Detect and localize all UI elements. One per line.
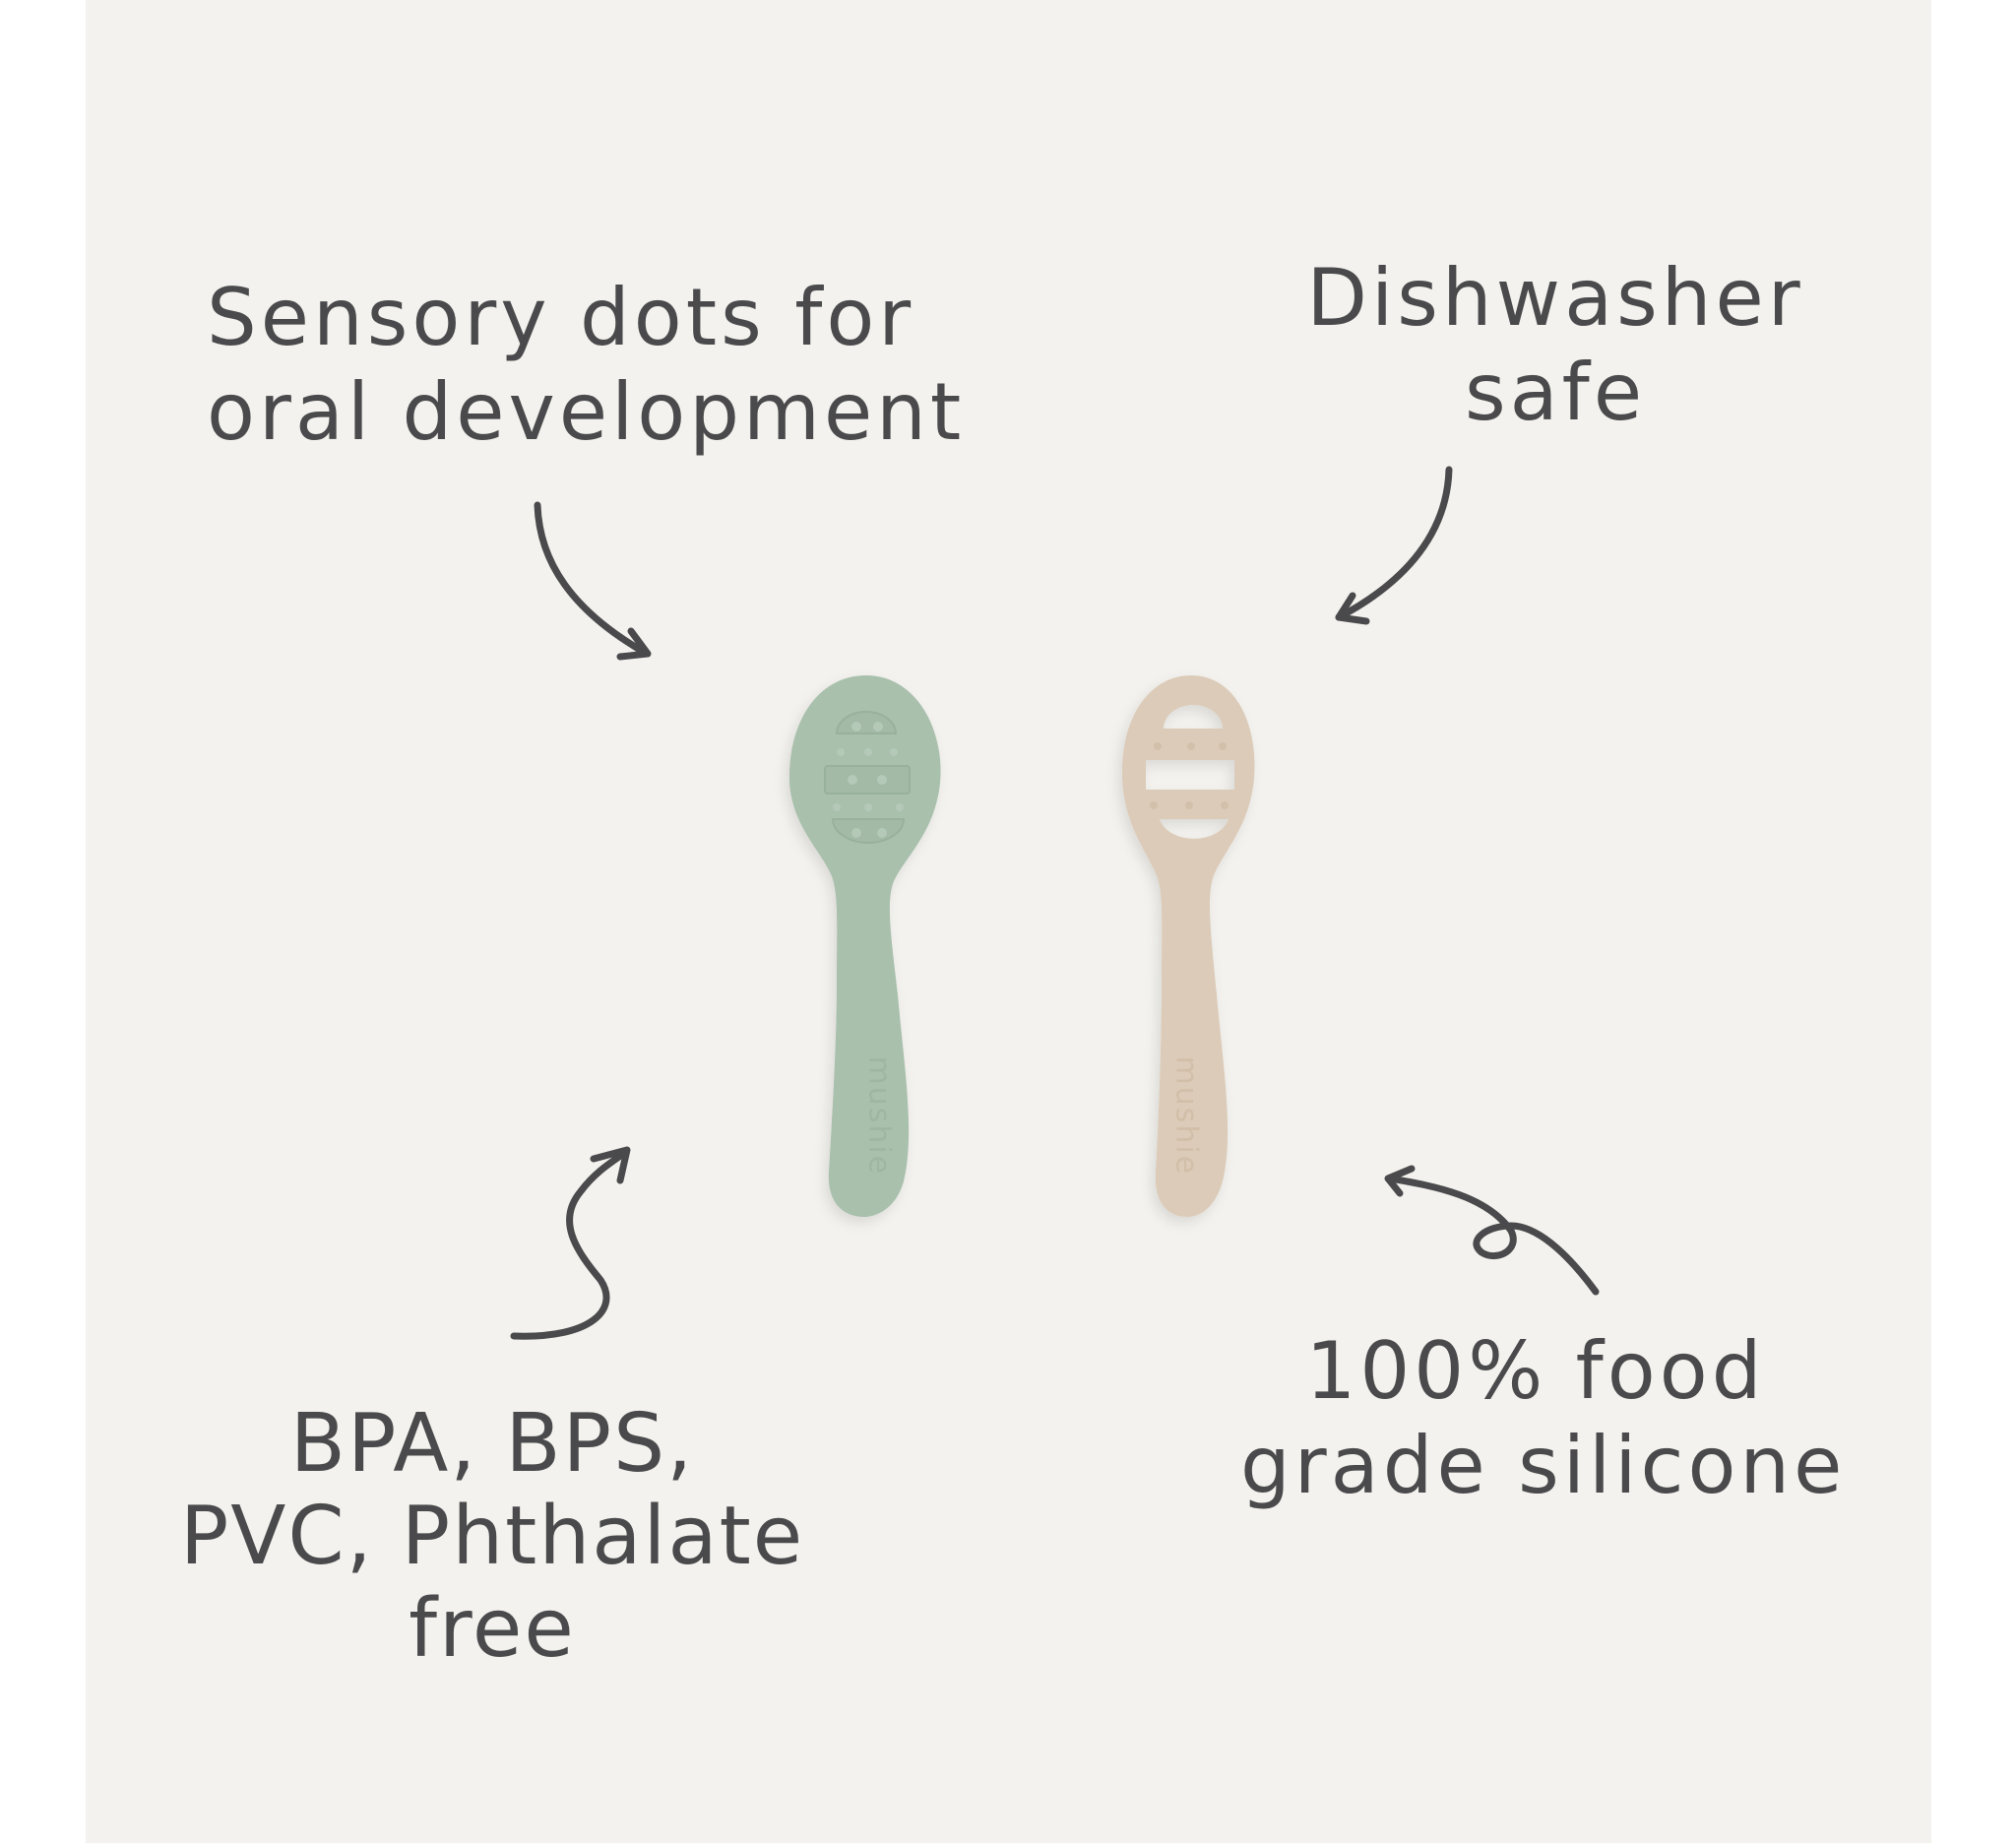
callout-line: Sensory dots for — [207, 272, 915, 363]
sage-spoon-image — [788, 675, 941, 1217]
callout-line: Dishwasher — [1306, 252, 1804, 344]
callout-line: PVC, Phthalate — [179, 1490, 805, 1583]
callout-line: free — [409, 1582, 576, 1676]
callout-line: oral development — [207, 366, 966, 458]
callout-sensory-dots: Sensory dots for oral development — [207, 271, 966, 460]
callout-bpa-free: BPA, BPS, PVC, Phthalate free — [177, 1398, 807, 1676]
product-feature-panel — [86, 0, 1931, 1843]
callout-food-grade-silicone: 100% food grade silicone — [1240, 1324, 1847, 1513]
callout-dishwasher-safe: Dishwasher safe — [1299, 251, 1811, 440]
brand-embossed-text: mushie — [861, 1055, 897, 1177]
callout-line: BPA, BPS, — [289, 1397, 695, 1491]
sand-spoon-image — [1121, 675, 1255, 1217]
callout-line: safe — [1464, 347, 1647, 438]
callout-line: 100% food — [1305, 1325, 1766, 1417]
callout-line: grade silicone — [1240, 1420, 1847, 1511]
brand-embossed-text: mushie — [1168, 1055, 1204, 1177]
